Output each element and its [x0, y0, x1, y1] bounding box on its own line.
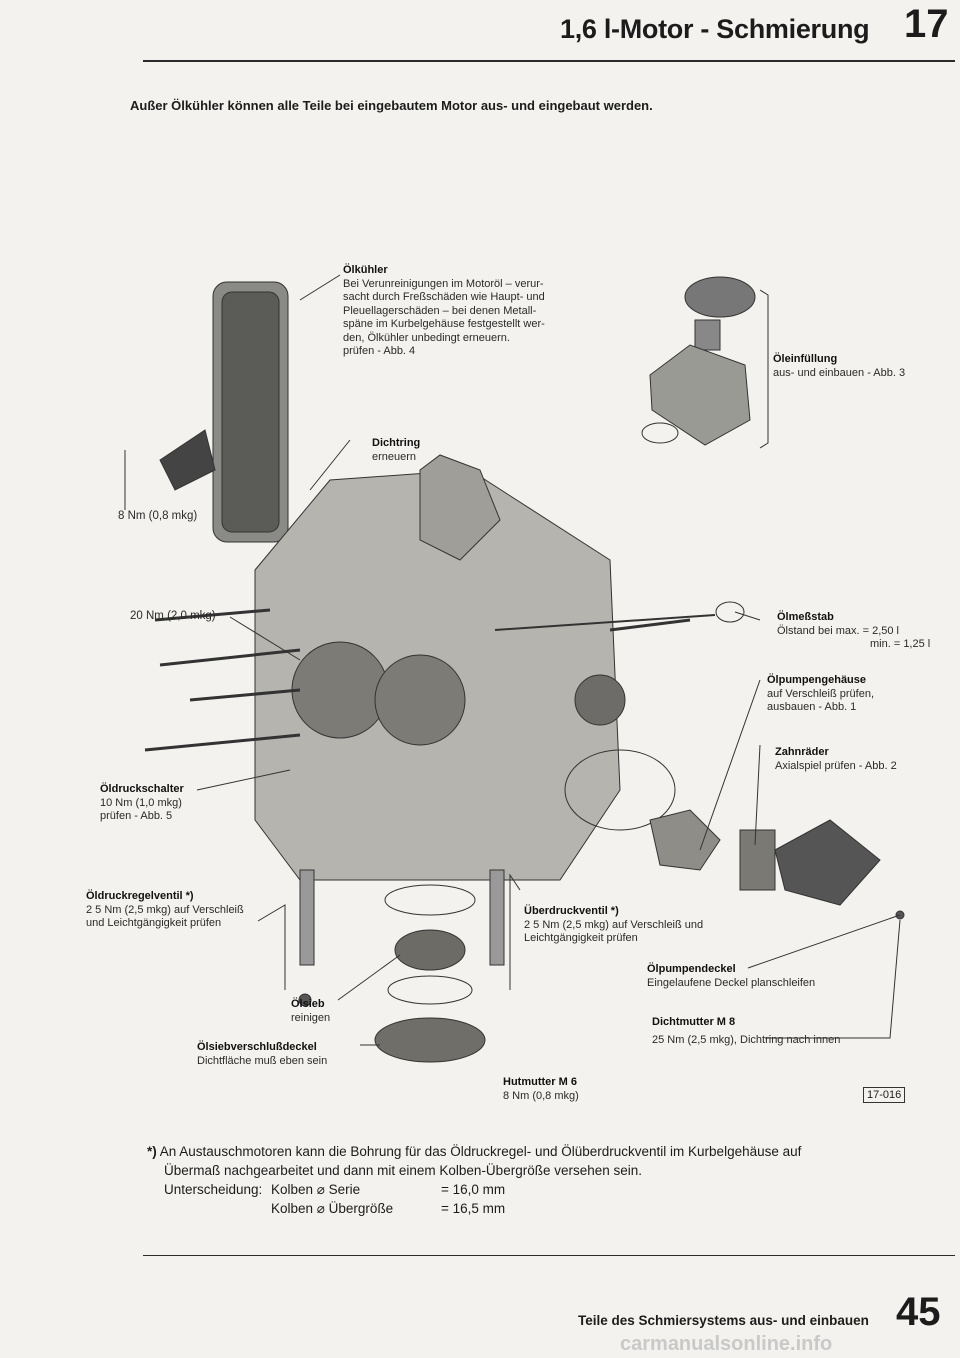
callout-line: erneuern: [372, 450, 417, 463]
callout-title: Ölsiebverschlußdeckel: [197, 1041, 317, 1053]
header-rule: [143, 60, 955, 62]
callout-title: Dichtmutter M 8: [652, 1016, 736, 1028]
callout-title: Ölkühler: [343, 264, 388, 276]
callout-line: ausbauen - Abb. 1: [767, 701, 857, 713]
callout-line: den, Ölkühler unbedingt erneuern.: [343, 331, 510, 344]
callout-oelpumpengehaeuse: Ölpumpengehäuse auf Verschleiß prüfen, a…: [767, 674, 874, 715]
footnote-row1-value: = 16,0 mm: [441, 1182, 506, 1197]
callout-oeldruckregelventil: Öldruckregelventil *) 2 5 Nm (2,5 mkg) a…: [86, 890, 244, 931]
callout-title: Hutmutter M 6: [503, 1076, 577, 1088]
page-title: 1,6 l-Motor - Schmierung: [560, 14, 870, 44]
callout-line: Eingelaufene Deckel planschleifen: [647, 976, 816, 989]
callout-line: 10 Nm (1,0 mkg): [100, 796, 182, 809]
footnote-row-uebergroesse: Kolben ⌀ Übergröße = 16,5 mm: [147, 1199, 801, 1218]
footnote-row-serie: Unterscheidung: Kolben ⌀ Serie = 16,0 mm: [147, 1180, 801, 1199]
callout-line: 8 Nm (0,8 mkg): [503, 1089, 579, 1102]
callout-line: 25 Nm (2,5 mkg), Dichtring nach innen: [652, 1033, 841, 1046]
callout-title: Dichtring: [372, 437, 421, 449]
figure-code: 17-016: [863, 1087, 906, 1103]
footnote-label: Unterscheidung:: [164, 1182, 263, 1197]
footnote-marker: *): [147, 1144, 157, 1159]
callout-title: Zahnräder: [775, 746, 829, 758]
callout-line: sacht durch Freßschäden wie Haupt- und: [343, 291, 545, 303]
callout-torque-20nm: 20 Nm (2,0 mkg): [130, 610, 216, 622]
callout-line: reinigen: [291, 1011, 331, 1024]
callout-oelsiebdeckel: Ölsiebverschlußdeckel Dichtfläche muß eb…: [197, 1041, 327, 1068]
footnote-row1-name: Kolben ⌀ Serie: [271, 1182, 361, 1197]
callout-line: späne im Kurbelgehäuse festgestellt wer-: [343, 318, 545, 330]
callout-dichtring: Dichtring erneuern: [372, 437, 420, 464]
callout-title: Öleinfüllung: [773, 353, 838, 365]
callout-title: Ölsieb: [291, 998, 325, 1010]
callout-oeldruckschalter: Öldruckschalter 10 Nm (1,0 mkg) prüfen -…: [100, 783, 184, 824]
callout-title: Öldruckregelventil *): [86, 890, 194, 902]
footnote-row2-value: = 16,5 mm: [441, 1201, 506, 1216]
footnote-line-2: Übermaß nachgearbeitet und dann mit eine…: [164, 1163, 643, 1178]
callout-title: Öldruckschalter: [100, 783, 184, 795]
callout-oeleinfuellung: Öleinfüllung aus- und einbauen - Abb. 3: [773, 353, 905, 380]
callout-line: auf Verschleiß prüfen,: [767, 687, 875, 700]
callout-line: Leichtgängigkeit prüfen: [524, 932, 638, 944]
callout-zahnraeder: Zahnräder Axialspiel prüfen - Abb. 2: [775, 746, 897, 773]
callout-oelmessstab: Ölmeßstab Ölstand bei max. = 2,50 l min.…: [777, 611, 930, 652]
callout-hutmutter: Hutmutter M 6 8 Nm (0,8 mkg): [503, 1076, 579, 1103]
callout-line: Pleuellagerschäden – bei denen Metall-: [343, 304, 537, 317]
footer-rule: [143, 1255, 955, 1256]
callout-line: 2 5 Nm (2,5 mkg) auf Verschleiß: [86, 903, 244, 916]
callout-oelsieb: Ölsieb reinigen: [291, 998, 330, 1025]
page-number: 45: [896, 1290, 941, 1334]
callout-ueberdruckventil: Überdruckventil *) 2 5 Nm (2,5 mkg) auf …: [524, 905, 703, 946]
callout-title: Ölmeßstab: [777, 611, 834, 623]
callout-dichtmutter: Dichtmutter M 8 25 Nm (2,5 mkg), Dichtri…: [652, 1016, 840, 1047]
callout-title: Ölpumpengehäuse: [767, 674, 867, 686]
footer-section-title: Teile des Schmiersystems aus- und einbau…: [578, 1313, 869, 1328]
callout-title: Überdruckventil *): [524, 905, 619, 917]
watermark: carmanualsonline.info: [620, 1333, 833, 1355]
callout-line: und Leichtgängigkeit prüfen: [86, 917, 222, 929]
footnote: *) An Austauschmotoren kann die Bohrung …: [147, 1142, 801, 1218]
callout-line: Bei Verunreinigungen im Motoröl – verur-: [343, 277, 544, 290]
callout-torque-8nm: 8 Nm (0,8 mkg): [118, 510, 198, 522]
callout-line: prüfen - Abb. 5: [100, 810, 173, 822]
callout-line: Ölstand bei max. = 2,50 l: [777, 624, 899, 637]
callout-line: Dichtfläche muß eben sein: [197, 1054, 328, 1067]
intro-text: Außer Ölkühler können alle Teile bei ein…: [130, 98, 653, 113]
callout-line: Axialspiel prüfen - Abb. 2: [775, 759, 897, 772]
callout-line: min. = 1,25 l: [870, 638, 931, 650]
callout-line: 2 5 Nm (2,5 mkg) auf Verschleiß und: [524, 918, 704, 931]
chapter-number: 17: [904, 2, 949, 46]
callout-line: aus- und einbauen - Abb. 3: [773, 366, 906, 379]
footnote-line-1: *) An Austauschmotoren kann die Bohrung …: [147, 1142, 801, 1161]
callout-line: prüfen - Abb. 4: [343, 345, 416, 357]
callout-title: Ölpumpendeckel: [647, 963, 736, 975]
footnote-row2-name: Kolben ⌀ Übergröße: [271, 1201, 394, 1216]
footnote-text: An Austauschmotoren kann die Bohrung für…: [159, 1144, 802, 1159]
callout-oelkuehler: Ölkühler Bei Verunreinigungen im Motoröl…: [343, 264, 545, 359]
callout-oelpumpendeckel: Ölpumpendeckel Eingelaufene Deckel plans…: [647, 963, 815, 990]
